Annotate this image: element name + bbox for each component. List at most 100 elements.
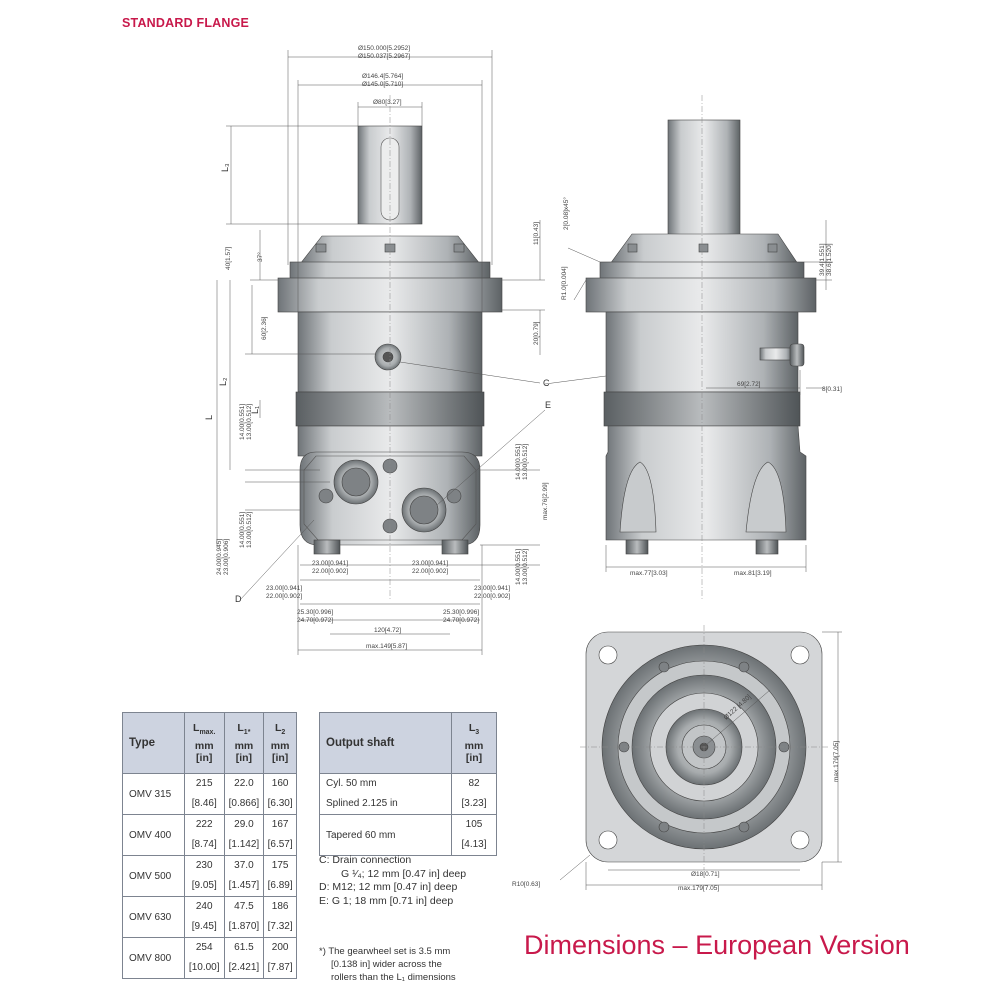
dim-d14c: 14.00[0.551] [515, 444, 522, 480]
dim-d23e: 23.00[0.941] [474, 585, 510, 592]
column-header-output-shaft: Output shaft [319, 712, 452, 774]
dim-d24: 24.00[0.945] [216, 539, 223, 575]
column-header-l3: L3 mm [in] [451, 712, 497, 774]
dim-d8: 8[0.31] [822, 386, 842, 393]
dim-max76: max.76[2.99] [542, 482, 549, 520]
table-row: OMV 500 230[9.05] 37.0[1.457] 175[6.89] [122, 855, 297, 897]
front-bolt [453, 243, 465, 253]
dim-d40: 40[1.57] [225, 246, 232, 270]
dim-d25b: 25.30[0.996] [443, 609, 479, 616]
dim-d150b: Ø150.037[5.2967] [358, 53, 410, 60]
table-row: Tapered 60 mm 105[4.13] [319, 814, 497, 856]
side-view [585, 95, 817, 600]
type-cell: OMV 630 [122, 896, 185, 938]
dim-d18: Ø18[0.71] [691, 871, 720, 878]
dim-d60: 60[2.36] [261, 316, 268, 340]
dim-d22c: 22.00[0.902] [412, 568, 448, 575]
column-header-l2: L2 mm [in] [263, 712, 297, 774]
dim-d23b: 23.00[0.941] [312, 560, 348, 567]
callout-c: C [543, 378, 550, 388]
dim-d14d: 14.00[0.551] [515, 549, 522, 585]
flange-dimension-lines [559, 631, 842, 890]
front-dimension-texts: Ø150.000[5.2952] Ø150.037[5.2967] Ø146.4… [204, 45, 551, 650]
type-cell: OMV 400 [122, 814, 185, 856]
dim-d22b: 22.00[0.902] [312, 568, 348, 575]
column-header-l1: L1* mm [in] [223, 712, 265, 774]
note-c: C: Drain connection [319, 854, 412, 866]
type-cell: OMV 315 [122, 773, 185, 815]
dim-max77: max.77[3.03] [630, 570, 668, 577]
column-header-lmax: Lmax. mm [in] [183, 712, 225, 774]
dim-d24b: 24.70[0.972] [443, 617, 479, 624]
dim-d146: Ø146.4[5.764] [362, 73, 403, 80]
dim-d13b: 13.00[0.512] [246, 512, 253, 548]
front-view [277, 95, 503, 600]
connection-notes: C: Drain connection G ¹⁄₄; 12 mm [0.47 i… [319, 854, 466, 908]
dim-d22e: 22.00[0.902] [474, 593, 510, 600]
front-foot-right [441, 539, 469, 555]
dim-d22d: 22.00[0.902] [266, 593, 302, 600]
dim-d150: Ø150.000[5.2952] [358, 45, 410, 52]
mounting-hole [790, 645, 810, 665]
dim-d38: 38.6[1.520] [826, 243, 833, 276]
front-bolt [315, 243, 327, 253]
mounting-hole [790, 830, 810, 850]
shaft-splined-label: Splined 2.125 in [326, 798, 398, 809]
page-title: Dimensions – European Version [524, 930, 910, 960]
side-dimension-texts: 2[0.08]x45° R1.0[0.004] 39.4[1.551] 38.6… [561, 197, 842, 577]
callout-e: E [545, 400, 551, 410]
dim-r1: R1.0[0.004] [561, 266, 568, 300]
dim-d23d: 23.00[0.941] [266, 585, 302, 592]
table-row: OMV 315 215[8.46] 22.0[0.866] 160[6.30] [122, 773, 297, 815]
dim-d69: 69[2.72] [737, 381, 761, 388]
dim-d14a: 14.00[0.551] [239, 404, 246, 440]
dim-d120: 120[4.72] [374, 627, 401, 634]
dim-d13d: 13.00[0.512] [522, 549, 529, 585]
side-drain-fitting [759, 347, 793, 361]
table-row: OMV 800 254[10.00] 61.5[2.421] 200[7.87] [122, 937, 297, 979]
dim-d24a: 24.70[0.972] [297, 617, 333, 624]
dim-d37: 37° [256, 252, 264, 262]
dim-chamfer: 2[0.08]x45° [562, 197, 570, 230]
column-header-type: Type [122, 712, 185, 774]
dim-d14b: 14.00[0.551] [239, 512, 246, 548]
type-cell: OMV 800 [122, 937, 185, 979]
mounting-hole [598, 645, 618, 665]
dim-d13c: 13.00[0.512] [522, 444, 529, 480]
dim-d11: 11[0.43] [533, 222, 540, 245]
output-shaft-table: Output shaft L3 mm [in] Cyl. 50 mm Spline… [319, 712, 497, 856]
dim-max81: max.81[3.19] [734, 570, 772, 577]
dim-d23c: 23.00[0.941] [412, 560, 448, 567]
dim-l: L [204, 415, 214, 420]
dim-l1: L₁ [250, 406, 260, 414]
flange-view [580, 625, 828, 870]
side-dimension-lines [544, 220, 832, 572]
note-d: D: M12; 12 mm [0.47 in] deep [319, 881, 458, 893]
dim-d23a: 23.00[0.906] [223, 539, 230, 575]
front-dimension-lines [216, 50, 546, 655]
dim-d145: Ø145.0[5.710] [362, 81, 403, 88]
dim-d25a: 25.30[0.996] [297, 609, 333, 616]
mounting-hole [598, 830, 618, 850]
table-row: OMV 630 240[9.45] 47.5[1.870] 186[7.32] [122, 896, 297, 938]
note-e: E: G 1; 18 mm [0.71 in] deep [319, 894, 454, 907]
dim-max149: max.149[5.87] [366, 643, 407, 650]
dim-l2: L₂ [218, 377, 228, 386]
dim-max179-horizontal: max.179[7.05] [678, 885, 719, 892]
front-foot-left [313, 539, 341, 555]
side-flange [585, 277, 817, 313]
dim-l3: L₃ [220, 163, 230, 172]
type-dimension-table: Type Lmax. mm [in] L1* mm [in] L2 mm [in… [122, 712, 297, 979]
type-cell: OMV 500 [122, 855, 185, 897]
dim-r10: R10[0.63] [512, 881, 540, 888]
footnote: *) The gearwheel set is 3.5 mm [0.138 in… [319, 946, 456, 983]
side-shaft [667, 119, 741, 237]
shaft-cyl-label: Cyl. 50 mm [326, 778, 377, 789]
dim-d20: 20[0.79] [533, 321, 540, 345]
dim-d13a: 13.00[0.512] [246, 404, 253, 440]
dim-d80: Ø80[3.27] [373, 99, 402, 106]
callout-d: D [235, 594, 242, 604]
